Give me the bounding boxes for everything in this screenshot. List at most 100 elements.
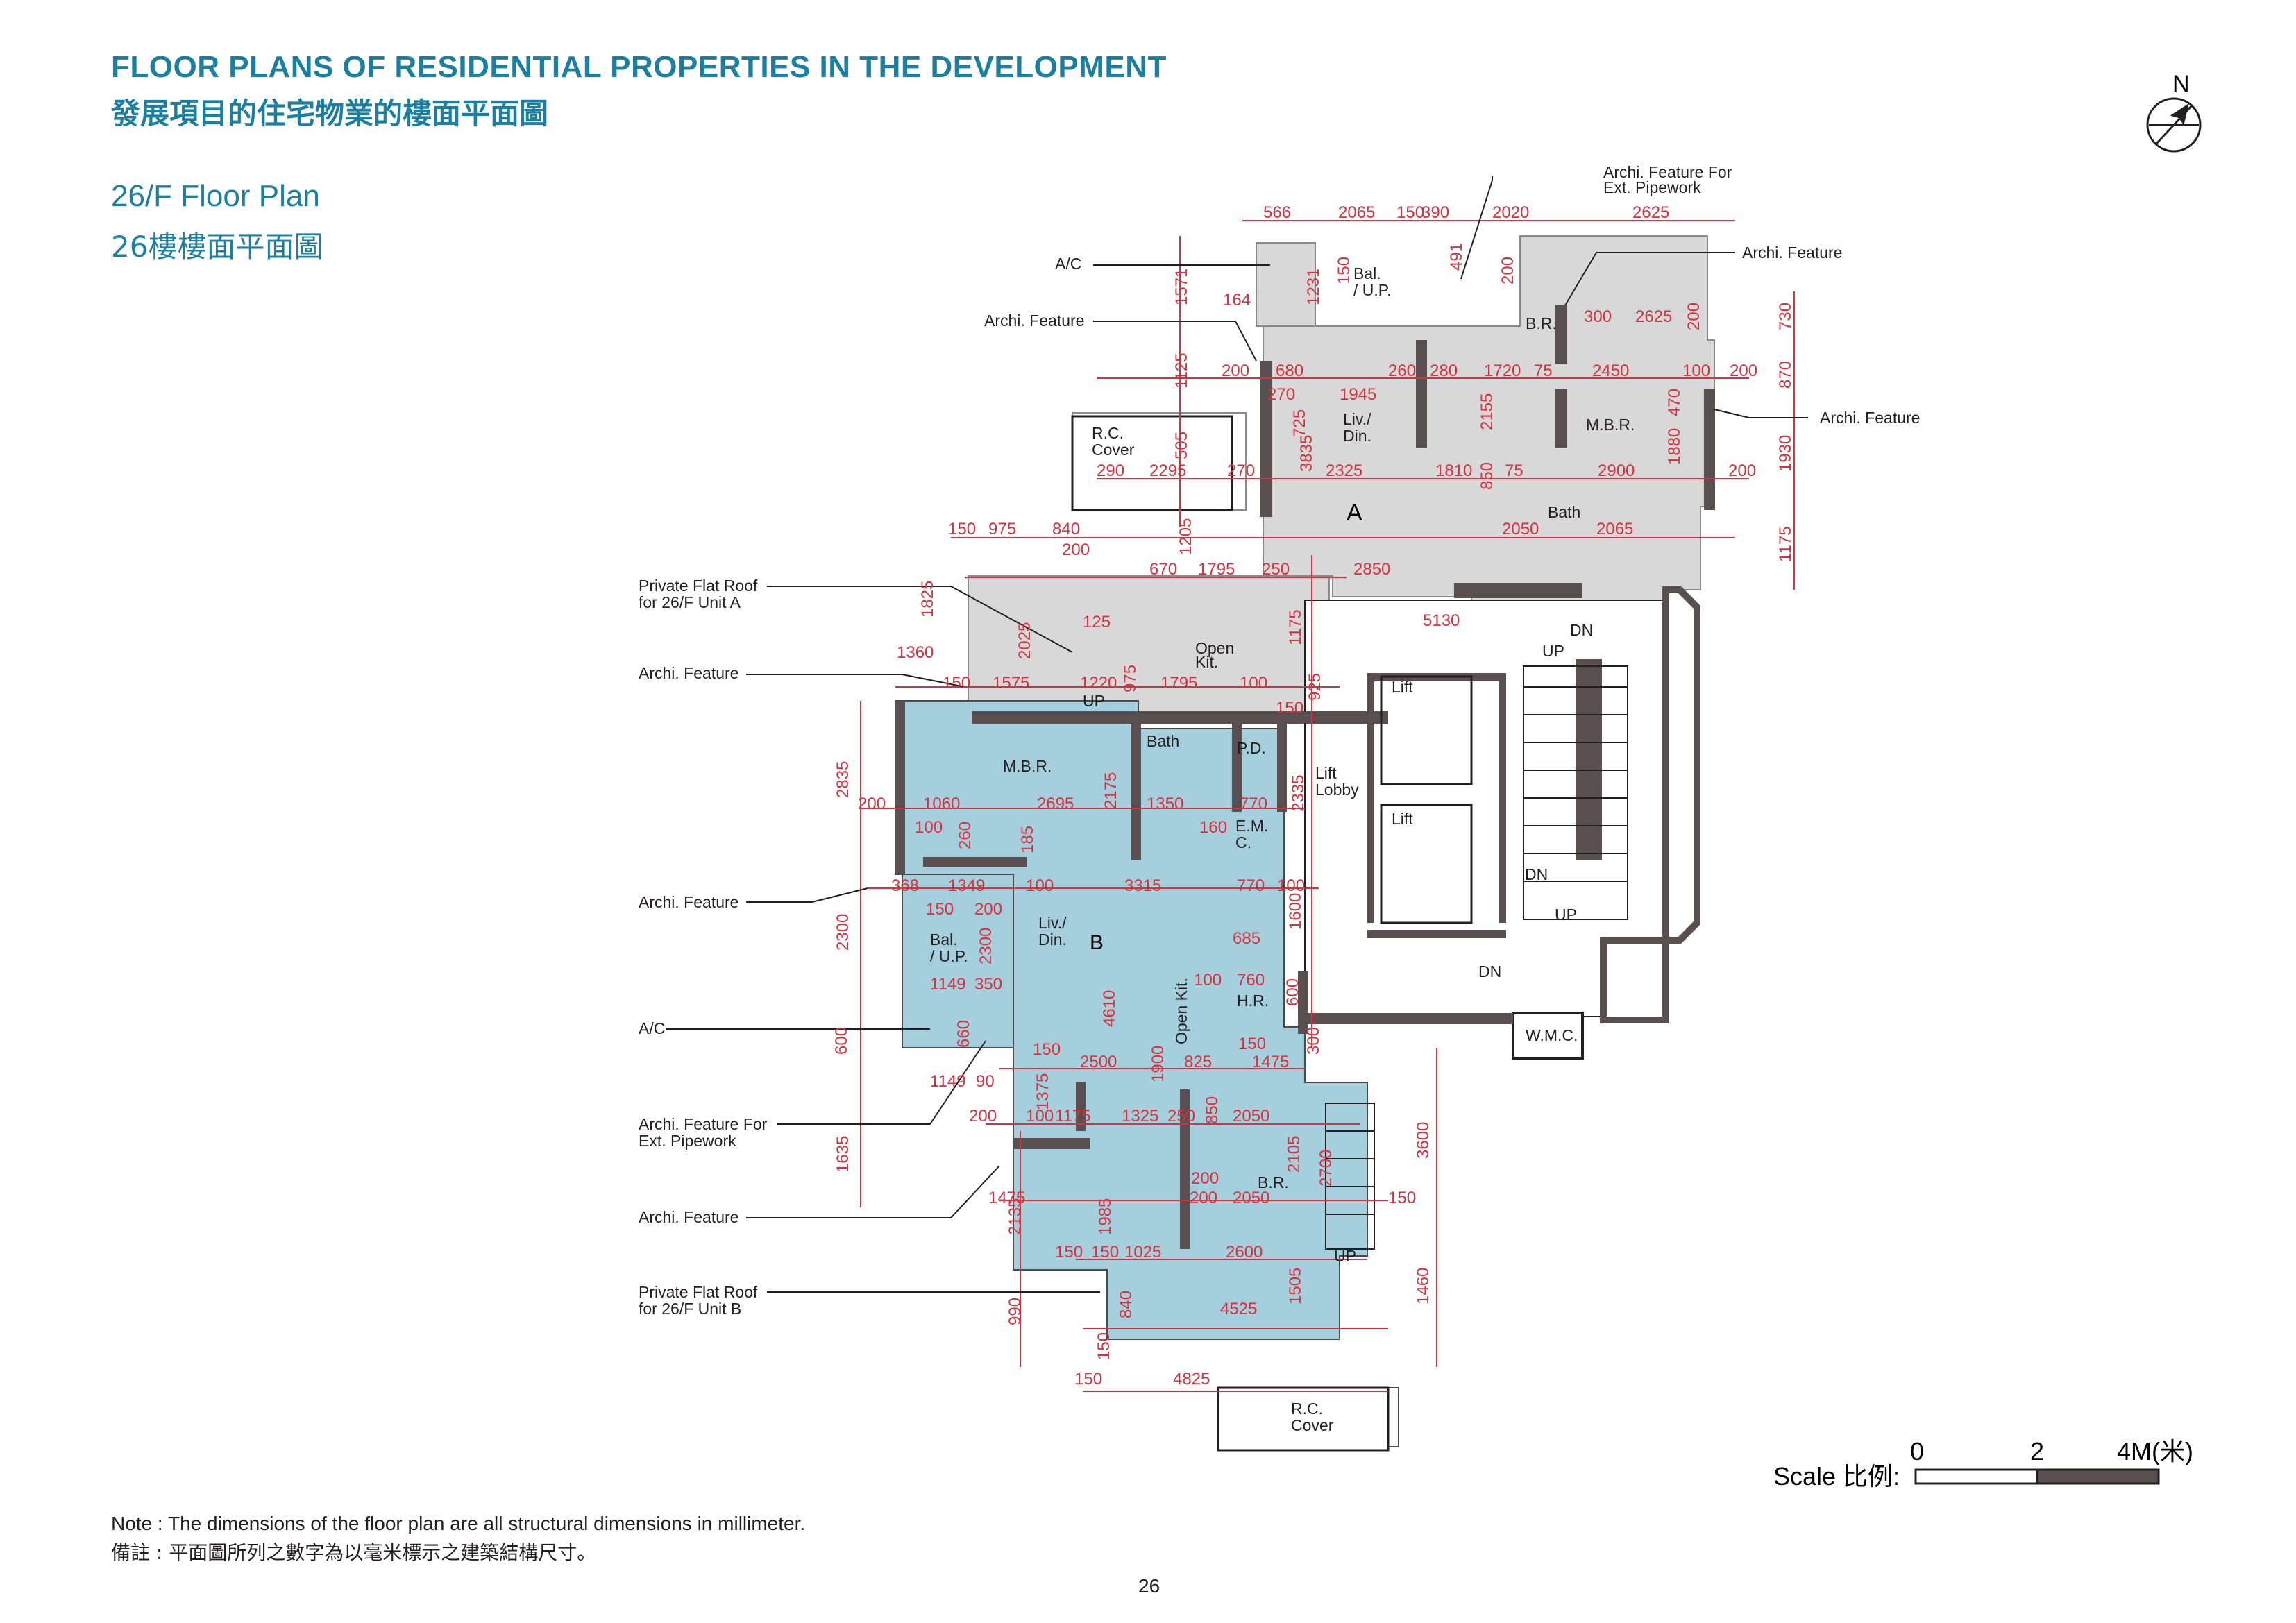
scale-tick-0: 0	[1910, 1437, 1924, 1465]
dim-label: 350	[974, 975, 1002, 994]
dim-label: 1571	[1172, 269, 1191, 305]
dim-label: 2700	[1317, 1150, 1335, 1187]
north-label: N	[2172, 71, 2190, 97]
floor-title: 26/F Floor Plan	[111, 179, 320, 213]
dim-label: 200	[1191, 1169, 1219, 1188]
room-bath-a: Bath	[1548, 503, 1580, 521]
dim-label: 1231	[1304, 269, 1323, 305]
page-title: FLOOR PLANS OF RESIDENTIAL PROPERTIES IN…	[111, 50, 1167, 84]
callout-archi-feature-left-2: Archi. Feature	[639, 893, 738, 911]
stair-up-1: UP	[1542, 642, 1564, 660]
callout-archi-feature-right-1: Archi. Feature	[1742, 244, 1842, 262]
dim-label: 200	[1685, 303, 1703, 330]
dim-label: 100	[1194, 971, 1222, 989]
page-number: 26	[1138, 1575, 1160, 1597]
dim-label: 368	[891, 876, 919, 895]
dim-label: 491	[1447, 243, 1466, 271]
dim-label: 505	[1172, 432, 1191, 459]
dim-label: 4525	[1220, 1300, 1257, 1318]
rc-cover-b	[1217, 1386, 1390, 1452]
dim-label: 1375	[1033, 1073, 1052, 1110]
dim-label: 975	[988, 520, 1016, 538]
dim-label: 1060	[923, 794, 960, 813]
dim-label: 840	[1052, 520, 1080, 538]
room-mbr-b: M.B.R.	[1003, 757, 1052, 775]
dim-label: 1900	[1149, 1046, 1167, 1082]
stair-up-2: UP	[1555, 906, 1577, 924]
room-liv-a-1: Liv./	[1343, 410, 1371, 428]
dim-label: 1475	[1252, 1053, 1289, 1071]
walls	[895, 305, 1715, 1249]
dim-label: 600	[832, 1027, 851, 1055]
room-em-1: E.M.	[1235, 817, 1268, 835]
dim-label: 1475	[988, 1189, 1025, 1207]
dim-label: 2105	[1285, 1136, 1303, 1173]
callout-ac-left: A/C	[639, 1019, 665, 1037]
dim-label: 1810	[1435, 461, 1472, 480]
dim-label: 2300	[977, 928, 995, 965]
room-rc-cover-a-2: Cover	[1092, 441, 1135, 459]
room-rc-cover-b-1: R.C.	[1291, 1400, 1323, 1418]
dim-label: 2025	[1015, 622, 1034, 659]
room-em-2: C.	[1235, 833, 1251, 851]
rc-cover-a	[1071, 415, 1233, 511]
dim-label: 150	[1095, 1332, 1113, 1360]
dim-label: 1220	[1080, 674, 1117, 692]
note-english: Note : The dimensions of the floor plan …	[111, 1513, 806, 1534]
dim-label: 250	[1262, 560, 1290, 579]
callout-flat-roof-a-1: Private Flat Roof	[639, 577, 758, 595]
dim-label: 1175	[1055, 1107, 1091, 1125]
room-open-kit-a-2: Kit.	[1195, 653, 1218, 671]
dim-label: 100	[1026, 1107, 1054, 1125]
callout-archi-feature-left-3: Archi. Feature	[639, 1208, 738, 1226]
room-open-kit-a-1: Open	[1195, 639, 1234, 657]
callout-archi-pipe-top-1: Archi. Feature For	[1603, 163, 1732, 181]
dim-label: 4825	[1173, 1370, 1210, 1388]
dim-label: 250	[1167, 1107, 1195, 1125]
dim-label: 125	[1083, 613, 1111, 631]
dim-label: 2325	[1326, 461, 1362, 480]
dim-label: 200	[1062, 541, 1090, 559]
dim-label: 680	[1276, 362, 1303, 380]
room-br-b: B.R.	[1258, 1173, 1289, 1191]
dim-label: 1175	[1776, 526, 1795, 562]
dim-label: 100	[915, 818, 943, 837]
dim-label: 2625	[1635, 307, 1672, 326]
dim-label: 1635	[834, 1136, 852, 1173]
common-area	[1304, 586, 1700, 1060]
north-arrow-icon: N	[2146, 71, 2202, 153]
callout-archi-feature-left-1: Archi. Feature	[639, 664, 738, 682]
dim-label: 150	[1055, 1243, 1083, 1261]
staircase	[1325, 665, 1628, 1250]
dim-label: 1720	[1484, 362, 1521, 380]
dim-label: 200	[969, 1107, 997, 1125]
dim-label: 150	[1335, 257, 1353, 284]
lift-shafts	[1380, 675, 1473, 924]
room-open-kit-b: Open Kit.	[1172, 978, 1190, 1044]
dim-label: 1149	[930, 975, 966, 994]
dim-label: 725	[1290, 409, 1309, 437]
dim-label: 90	[976, 1072, 995, 1091]
dim-label: 2065	[1338, 203, 1375, 222]
room-liv-b-2: Din.	[1038, 931, 1067, 949]
dim-label: 2850	[1353, 560, 1390, 579]
dim-label: 150	[943, 674, 970, 692]
dim-label: 1575	[993, 674, 1029, 692]
callout-flat-roof-b-2: for 26/F Unit B	[639, 1300, 741, 1318]
dim-label: 1460	[1414, 1268, 1433, 1305]
dim-label: 566	[1263, 203, 1291, 222]
room-rc-cover-a-1: R.C.	[1092, 424, 1124, 442]
dim-label: 770	[1237, 876, 1265, 895]
dim-label: 2300	[834, 914, 852, 951]
dim-label: 100	[1240, 674, 1267, 692]
page-title-chinese: 發展項目的住宅物業的樓面平面圖	[111, 96, 549, 130]
dim-label: 280	[1430, 362, 1458, 380]
dim-label: 164	[1223, 291, 1251, 309]
stair-up-a: UP	[1083, 692, 1105, 710]
dim-label: 925	[1306, 673, 1324, 701]
dim-label: 150	[1074, 1370, 1102, 1388]
dim-label: 2175	[1101, 772, 1120, 809]
dim-label: 290	[1097, 461, 1124, 480]
dim-label: 3835	[1297, 435, 1316, 472]
